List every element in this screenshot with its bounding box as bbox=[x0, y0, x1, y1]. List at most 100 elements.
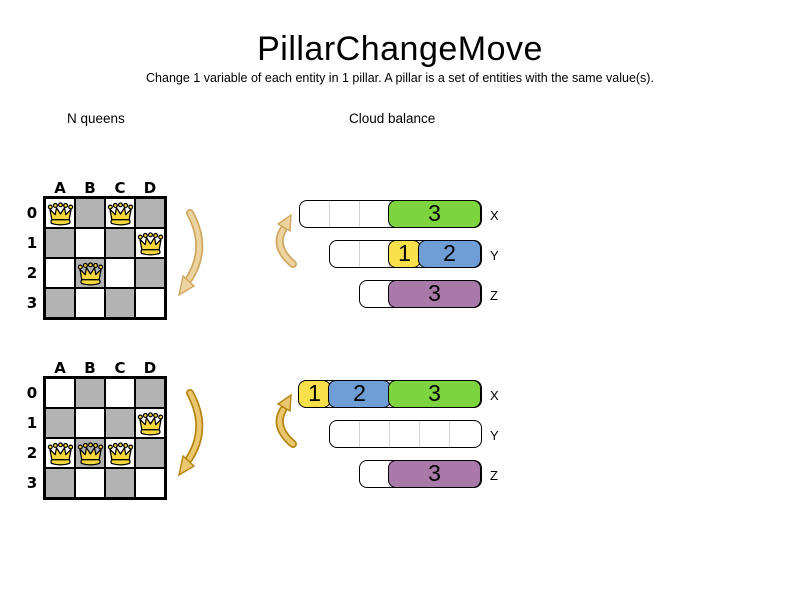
board-cell bbox=[105, 198, 135, 228]
board-cell bbox=[45, 198, 75, 228]
arrow-body bbox=[186, 210, 202, 282]
board-cell bbox=[105, 408, 135, 438]
slot-divider bbox=[449, 421, 450, 447]
bar-label: Z bbox=[490, 468, 498, 483]
segment-value: 1 bbox=[308, 380, 321, 406]
board-row-label: 0 bbox=[26, 204, 38, 222]
segment-value: 3 bbox=[428, 280, 441, 306]
pillar-bar: 1 2 3 bbox=[298, 379, 482, 408]
board-row-label: 3 bbox=[26, 474, 38, 492]
arrow-body-outline bbox=[275, 226, 297, 268]
arrow-head bbox=[276, 213, 292, 233]
board-column-label: D bbox=[143, 179, 157, 197]
queen-icon bbox=[107, 202, 134, 227]
arrow-body bbox=[277, 227, 296, 267]
board-cell bbox=[135, 198, 165, 228]
board-cell bbox=[105, 468, 135, 498]
board-cell bbox=[75, 408, 105, 438]
segment-value: 2 bbox=[353, 380, 366, 406]
board-cell bbox=[135, 288, 165, 318]
pillar-bar bbox=[328, 420, 482, 448]
slot-divider bbox=[419, 421, 420, 447]
board-cell bbox=[45, 228, 75, 258]
board-row-label: 1 bbox=[26, 234, 38, 252]
arrow-body-outline bbox=[275, 406, 297, 448]
board-row-label: 0 bbox=[26, 384, 38, 402]
pillar-segment: 3 bbox=[388, 199, 481, 228]
board-cell bbox=[105, 228, 135, 258]
queen-icon bbox=[77, 442, 104, 467]
board-column-label: A bbox=[54, 359, 66, 377]
board-row-label: 1 bbox=[26, 414, 38, 432]
board-cell bbox=[135, 408, 165, 438]
queen-icon bbox=[137, 412, 164, 437]
segment-value: 3 bbox=[428, 460, 441, 486]
board-column-label: D bbox=[143, 359, 157, 377]
board-cell bbox=[135, 258, 165, 288]
board-cell bbox=[45, 258, 75, 288]
pillar-bar: 3 bbox=[298, 199, 482, 228]
pillar-segment: 2 bbox=[328, 379, 391, 408]
board-cell bbox=[75, 228, 105, 258]
slot-divider bbox=[359, 421, 360, 447]
pillar-bar: 3 bbox=[358, 279, 482, 308]
pillar-segment: 3 bbox=[388, 379, 481, 408]
board-cell bbox=[75, 198, 105, 228]
segment-value: 3 bbox=[428, 380, 441, 406]
slot-divider bbox=[359, 241, 360, 267]
section-label-cloudbalance: Cloud balance bbox=[349, 111, 436, 126]
queen-icon bbox=[107, 442, 134, 467]
board-cell bbox=[45, 378, 75, 408]
queen-icon bbox=[137, 232, 164, 257]
pillar-segment: 3 bbox=[388, 279, 481, 308]
board-cell bbox=[135, 378, 165, 408]
page-title: PillarChangeMove bbox=[257, 30, 543, 68]
board-row-label: 2 bbox=[26, 264, 38, 282]
slot-divider bbox=[359, 201, 360, 227]
move-arrow-down-1 bbox=[177, 209, 204, 297]
board-cell bbox=[75, 288, 105, 318]
queen-icon bbox=[47, 442, 74, 467]
page-subtitle: Change 1 variable of each entity in 1 pi… bbox=[146, 71, 654, 85]
arrow-body bbox=[277, 407, 296, 447]
board-cell bbox=[75, 438, 105, 468]
pillar-segment: 2 bbox=[418, 239, 481, 268]
board-cell bbox=[135, 468, 165, 498]
move-arrow-down-2 bbox=[177, 389, 204, 477]
board-cell bbox=[105, 288, 135, 318]
board-cell bbox=[75, 258, 105, 288]
slot-divider bbox=[389, 421, 390, 447]
board-column-label: B bbox=[84, 179, 96, 197]
bar-label: Z bbox=[490, 288, 498, 303]
arrow-head bbox=[276, 393, 292, 413]
board-cell bbox=[105, 378, 135, 408]
board-column-label: A bbox=[54, 179, 66, 197]
arrow-body-outline bbox=[185, 209, 204, 283]
board-column-label: C bbox=[114, 179, 126, 197]
arrow-body bbox=[186, 390, 202, 462]
board-cell bbox=[75, 468, 105, 498]
queen-icon bbox=[77, 262, 104, 287]
slot-divider bbox=[329, 201, 330, 227]
arrow-head bbox=[177, 454, 196, 477]
segment-value: 3 bbox=[428, 200, 441, 226]
pillar-segment: 3 bbox=[388, 459, 481, 488]
pillar-bar: 3 bbox=[358, 459, 482, 488]
bar-label: Y bbox=[490, 248, 499, 263]
arrow-head bbox=[177, 274, 196, 297]
board-cell bbox=[135, 438, 165, 468]
segment-value: 2 bbox=[443, 240, 456, 266]
board-column-label: C bbox=[114, 359, 126, 377]
pillar-segment: 1 bbox=[298, 379, 331, 408]
board-cell bbox=[135, 228, 165, 258]
section-label-nqueens: N queens bbox=[67, 111, 125, 126]
move-arrow-up-2 bbox=[275, 393, 297, 448]
segment-value: 1 bbox=[398, 240, 411, 266]
board-cell bbox=[45, 438, 75, 468]
board-cell bbox=[75, 378, 105, 408]
bar-label: X bbox=[490, 208, 499, 223]
board-cell bbox=[45, 468, 75, 498]
board-row-label: 3 bbox=[26, 294, 38, 312]
